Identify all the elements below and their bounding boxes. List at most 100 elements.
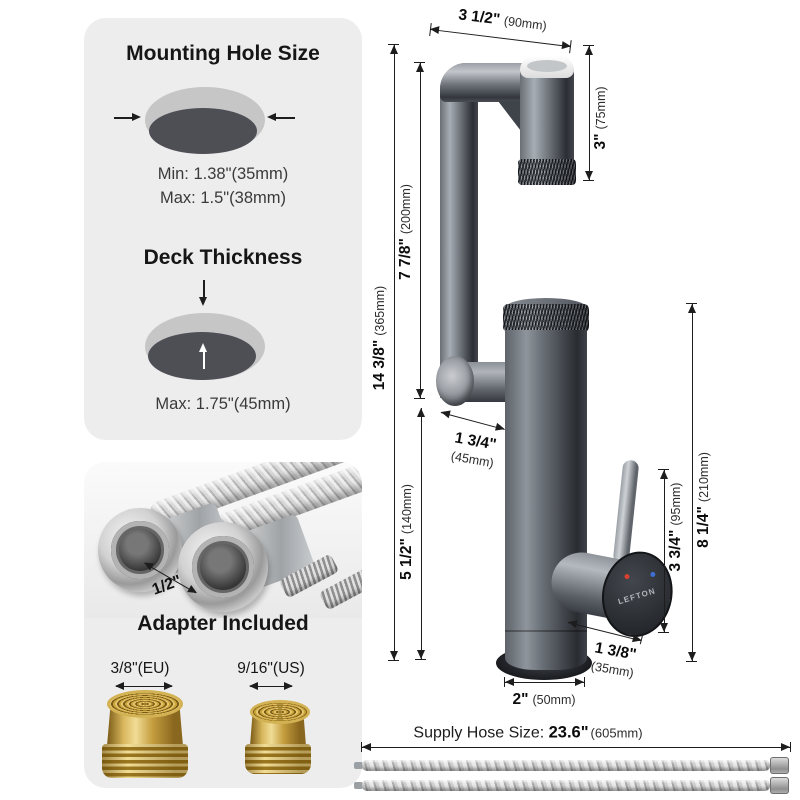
eu-arrow-right: [164, 681, 173, 690]
dim-spouth-label: 8 1/4"(210mm): [695, 452, 713, 548]
hole-dark-ellipse: [149, 108, 257, 154]
dim-total-label: 14 3/8" (365mm): [371, 286, 389, 390]
adapter-us-opening: [250, 700, 310, 724]
faucet-main-body: [503, 298, 589, 670]
deck-max-text: Max: 1.75"(45mm): [155, 395, 291, 413]
dim-spouth-mm: (210mm): [697, 452, 711, 503]
dim-upper-ah-t: [416, 63, 424, 72]
dim-top-width-ah-r: [561, 40, 572, 50]
dim-handleh-ah-t: [660, 470, 668, 479]
faucet-arm-fillet: [498, 101, 524, 135]
hose-nut-1-hole: [111, 521, 169, 579]
adapter-us-thread: [245, 744, 311, 774]
dim-lower-mm: (140mm): [400, 484, 414, 535]
arrow-left-shaft: [114, 117, 133, 119]
eu-arrow-shaft: [116, 686, 172, 687]
dim-base-tick-r: [584, 677, 585, 687]
dim-handleh-mm: (95mm): [669, 482, 683, 526]
supply-hose-1: [362, 760, 770, 771]
dim-spouth-shaft: [692, 304, 693, 661]
supply-label-text: Supply Hose Size:: [413, 724, 549, 742]
dim-total-ah-b: [390, 651, 398, 660]
cold-indicator-dot: [649, 571, 656, 578]
body-seam: [505, 630, 587, 632]
supply-hose-1-tip: [354, 762, 363, 769]
brand-logo: LEFTON: [616, 585, 657, 606]
dim-base-shaft: [505, 682, 584, 683]
dim-handleh-tick-t: [658, 469, 669, 470]
dim-head-mm: (75mm): [594, 86, 608, 130]
dim-top-width-shaft: [429, 28, 571, 48]
dim-handle-depth-label: 1 3/8" (35mm): [590, 638, 639, 681]
faucet-left-arm: [440, 63, 478, 398]
supply-dim-tick-l: [361, 742, 362, 752]
mounting-max-text: Max: 1.5"(38mm): [160, 189, 286, 207]
adapter-eu-label: 3/8"(EU): [110, 660, 170, 677]
dim-total-in: 14 3/8": [371, 339, 388, 391]
hose-nut-2: [178, 522, 268, 612]
dim-lower-shaft: [421, 408, 422, 659]
supply-hose-2-nut: [770, 777, 789, 794]
dim-upper-in: 7 7/8": [397, 238, 414, 280]
dim-lower-in: 5 1/2": [398, 538, 415, 580]
dim-head-ah-b: [585, 171, 593, 180]
dim-upper-ah-b: [416, 389, 424, 398]
arrow-right-head: [267, 112, 276, 121]
adapter-eu-thread: [102, 744, 188, 778]
body-cylinder: [505, 330, 587, 670]
dim-handleh-ah-b: [660, 623, 668, 632]
dim-upper-tick-b: [414, 398, 425, 399]
supply-hose-2: [362, 780, 770, 791]
supply-dim-ah-l: [362, 742, 371, 751]
adapter-panel: 1/2" Adapter Included 3/8"(EU) 9/16"(US): [84, 462, 362, 788]
dim-head-shaft: [589, 46, 590, 180]
dim-top-width-in: 3 1/2": [457, 6, 502, 29]
dim-arm-offset: [440, 407, 506, 433]
dim-total-tick-b: [388, 660, 399, 661]
dim-spouth-tick-b: [686, 661, 697, 662]
dim-head-in: 3": [592, 133, 609, 150]
dim-spouth-ah-b: [688, 652, 696, 661]
hot-indicator-dot: [624, 573, 630, 580]
dim-handleh-shaft: [664, 470, 665, 632]
dim-spouth-ah-t: [688, 304, 696, 313]
dim-total-mm: (365mm): [373, 285, 387, 336]
deck-title: Deck Thickness: [143, 246, 303, 269]
deck-dark-ellipse: [148, 332, 256, 380]
dim-base-label: 2"(50mm): [512, 691, 575, 709]
dim-base-tick-l: [504, 677, 505, 687]
adapter-us-label: 9/16"(US): [237, 660, 305, 677]
supply-dim-tick-r: [790, 742, 791, 752]
dim-arm-offset-label: 1 3/4" (45mm): [450, 428, 499, 471]
eu-arrow-left: [115, 681, 124, 690]
dim-head-label: 3" (75mm): [592, 86, 610, 149]
dim-upper-label: 7 7/8" (200mm): [397, 184, 415, 280]
dim-lower-ah-b: [417, 650, 425, 659]
supply-dim-shaft: [362, 747, 790, 748]
dim-lower-ah-t: [417, 408, 425, 417]
dim-total-tick-t: [388, 44, 399, 45]
dim-spouth-tick-t: [686, 303, 697, 304]
dim-base-in: 2": [512, 691, 529, 708]
adapter-eu-opening: [107, 690, 183, 718]
dim-head-tick-t: [583, 45, 594, 46]
hose-photo: 1/2": [84, 462, 362, 618]
deck-down-arrow-shaft: [203, 280, 205, 297]
dim-upper-tick-t: [414, 62, 425, 63]
dim-upper-mm: (200mm): [399, 184, 413, 235]
dim-base-mm: (50mm): [532, 693, 576, 707]
deck-up-arrow-head: [199, 343, 207, 352]
supply-dim-ah-r: [781, 742, 790, 751]
hose-nut-2-hole: [192, 536, 254, 598]
dim-lower-tick-b: [415, 659, 426, 660]
adapter-title: Adapter Included: [137, 612, 309, 635]
dim-base-ah-r: [575, 677, 584, 686]
supply-hose-2-tip: [354, 782, 363, 789]
dim-handleh-in: 3 3/4": [667, 529, 684, 572]
deck-up-arrow-shaft: [203, 352, 205, 369]
dim-base-ah-l: [505, 677, 514, 686]
hose-nut-1: [98, 508, 182, 592]
dim-head-ah-t: [585, 46, 593, 55]
dim-handleh-label: 3 3/4" (95mm): [667, 483, 685, 572]
